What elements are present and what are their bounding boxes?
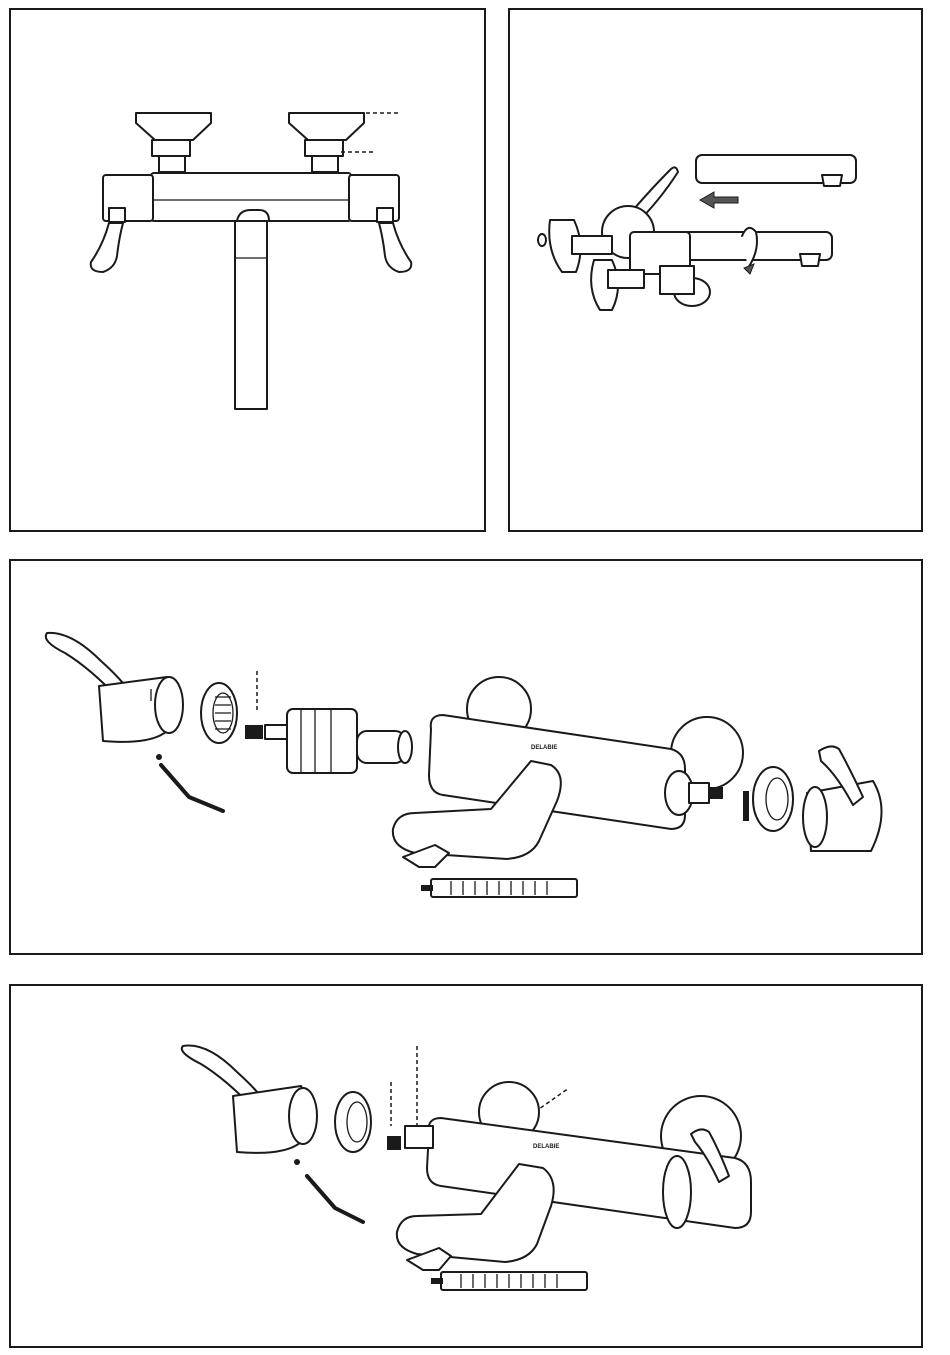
mixer-front-diagram bbox=[11, 10, 484, 530]
insert-arrow-icon bbox=[700, 192, 738, 208]
right-flange bbox=[289, 113, 364, 140]
right-lever bbox=[379, 223, 411, 272]
cartridge-spindle bbox=[245, 725, 263, 739]
spindle bbox=[387, 1136, 401, 1150]
spout bbox=[235, 221, 267, 409]
panel-top-view bbox=[9, 8, 486, 532]
assembled-diagram: DELABIE bbox=[11, 986, 921, 1346]
panel-assembled-view: DELABIE bbox=[9, 984, 923, 1348]
brand-mark: DELABIE bbox=[531, 745, 557, 751]
calibration-key bbox=[431, 879, 577, 897]
left-lever bbox=[91, 223, 123, 272]
hex-key bbox=[307, 1176, 363, 1222]
spout-swap-diagram bbox=[510, 10, 921, 530]
rotate-arrow-icon bbox=[742, 228, 757, 268]
retaining-ring bbox=[335, 1092, 371, 1152]
exploded-diagram: DELABIE bbox=[11, 561, 921, 953]
panel-spout-swap bbox=[508, 8, 923, 532]
right-nut bbox=[305, 140, 343, 156]
left-nut bbox=[152, 140, 190, 156]
hex-key bbox=[161, 765, 223, 811]
calibration-key bbox=[441, 1272, 587, 1290]
right-retaining-ring bbox=[753, 767, 793, 831]
cartridge bbox=[287, 709, 357, 773]
panel-exploded-view: DELABIE bbox=[9, 559, 923, 955]
brand-mark-2: DELABIE bbox=[533, 1144, 559, 1150]
left-flange bbox=[136, 113, 211, 140]
